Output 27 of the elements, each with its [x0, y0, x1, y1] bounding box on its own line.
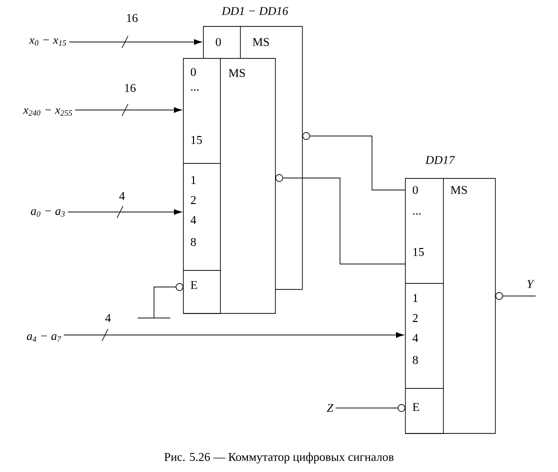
enable-section: E: [183, 270, 221, 314]
chip-label: DD1 − DD16: [222, 6, 288, 15]
bus-width-label: 4: [105, 314, 111, 322]
input-section: 0 ... 15: [405, 178, 444, 284]
bus-width-label: 16: [125, 84, 136, 92]
bus-width-label: 16: [127, 14, 138, 22]
connector: [495, 292, 536, 300]
signal-label: x$_{0}$ − x$_{15}$: [29, 38, 66, 46]
chip-label: DD17: [425, 156, 456, 164]
signal-label: x$_{240}$ − x$_{255}$: [23, 108, 72, 116]
input-cell: 0: [203, 26, 241, 59]
connector: [68, 36, 202, 48]
bus-width-label: 4: [119, 192, 125, 200]
input-section: 0 ... 15: [183, 58, 221, 164]
enable-section: E: [405, 388, 444, 434]
connector: [275, 174, 406, 264]
connector: [68, 206, 182, 218]
signal-label: a$_{4}$ − a$_{7}$: [26, 334, 62, 342]
caption: Рис. 5.26 — Коммутатор цифровых сигналов: [164, 452, 394, 464]
connector: [302, 132, 406, 190]
connector: [335, 404, 406, 412]
signal-label: a$_{0}$ − a$_{3}$: [30, 209, 65, 217]
connector: [154, 283, 184, 318]
connector: [74, 104, 182, 116]
signal-label: Y: [527, 280, 534, 288]
connector: [64, 328, 404, 342]
signal-label: Z: [326, 404, 334, 412]
